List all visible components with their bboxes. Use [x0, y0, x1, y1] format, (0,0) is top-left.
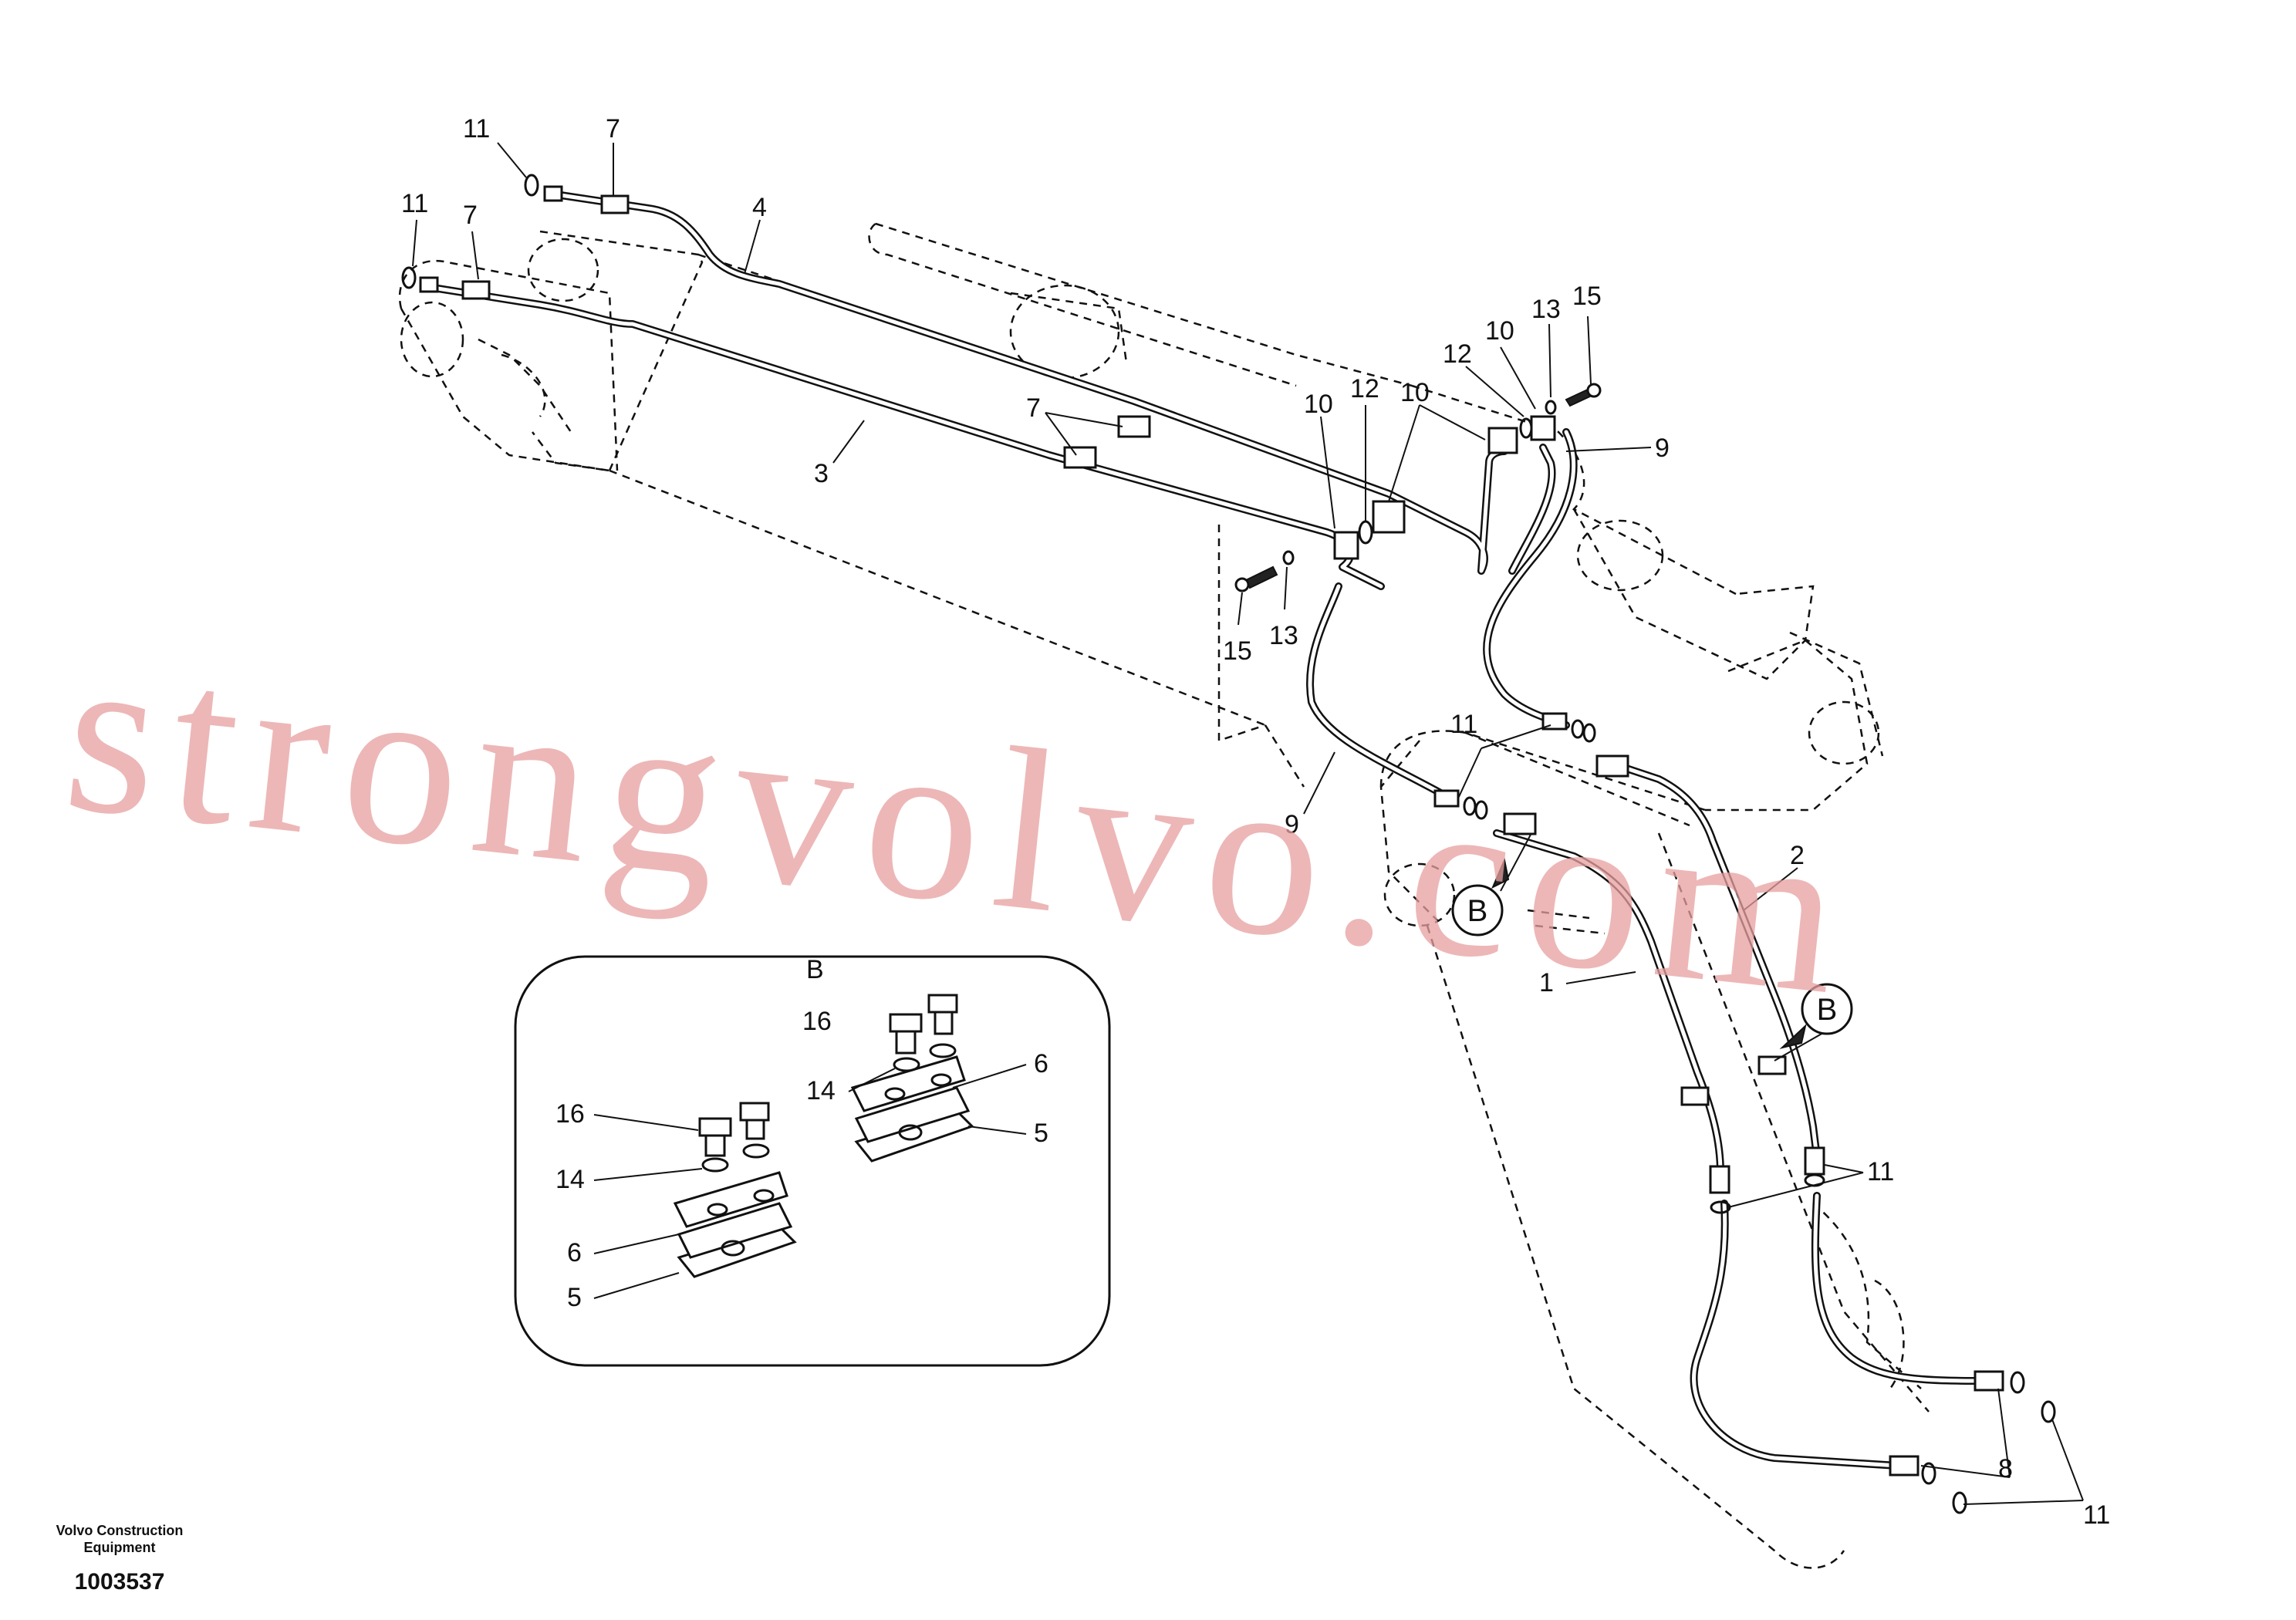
detail-callout-14b: 14	[806, 1076, 836, 1105]
pipe-network	[424, 191, 1994, 1470]
callout-11-bottom: 11	[2083, 1500, 2110, 1530]
callout-15-b: 15	[1223, 636, 1252, 666]
detail-callout-6b: 6	[1034, 1049, 1048, 1078]
callout-9-b: 9	[1285, 810, 1299, 839]
callout-2: 2	[1790, 841, 1805, 870]
callout-7-top-b: 7	[463, 201, 478, 230]
callout-11-top-b: 11	[401, 189, 428, 218]
callout-7-top-a: 7	[606, 114, 620, 143]
callout-10-c: 10	[1485, 316, 1514, 346]
detail-view-label: B	[806, 955, 824, 984]
callout-numbers: 11 7 11 7 4 3 7 10 12 10 12 10 13 15 9 1…	[401, 114, 2110, 1530]
callout-13-b: 13	[1269, 621, 1298, 650]
detail-view-b: B 16 14 6	[514, 955, 1111, 1367]
document-number: 1003537	[75, 1569, 165, 1595]
callout-9-a: 9	[1655, 434, 1670, 463]
detail-callout-6a: 6	[567, 1238, 582, 1267]
brand-line-2: Equipment	[84, 1540, 156, 1555]
callout-1: 1	[1539, 968, 1554, 997]
detail-callout-5a: 5	[567, 1283, 582, 1312]
callout-4: 4	[752, 193, 767, 222]
view-marker-b-left-label: B	[1467, 894, 1488, 928]
view-marker-b-left	[1451, 884, 1504, 937]
view-marker-b-right	[1801, 983, 1853, 1035]
callout-13-a: 13	[1531, 295, 1561, 324]
callout-12-b: 12	[1443, 339, 1472, 369]
callout-7-mid: 7	[1026, 393, 1041, 423]
detail-callout-16b: 16	[802, 1007, 832, 1036]
view-markers: B B	[1451, 857, 1853, 1049]
detail-callout-5b: 5	[1034, 1119, 1048, 1148]
callout-11-low: 11	[1867, 1157, 1894, 1186]
callout-10-b: 10	[1400, 378, 1430, 407]
view-marker-b-right-label: B	[1817, 993, 1838, 1027]
callout-15-a: 15	[1572, 282, 1602, 311]
callout-11-mid: 11	[1450, 710, 1477, 739]
detail-callout-16a: 16	[555, 1099, 585, 1129]
callout-3: 3	[814, 459, 829, 488]
detail-callout-14a: 14	[555, 1165, 585, 1194]
callout-12-a: 12	[1350, 374, 1379, 403]
callout-10-a: 10	[1304, 390, 1333, 419]
brand-line-1: Volvo Construction	[56, 1523, 184, 1538]
callout-11-top-a: 11	[463, 114, 490, 143]
callout-8: 8	[1998, 1454, 2013, 1483]
leader-lines	[412, 142, 2084, 1505]
